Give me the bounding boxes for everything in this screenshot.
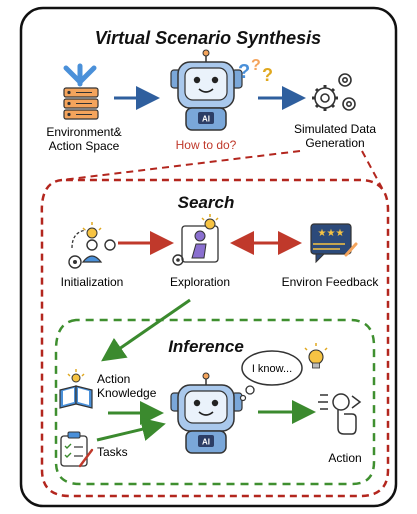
- book-icon: [59, 369, 93, 409]
- main-title: Virtual Scenario Synthesis: [95, 28, 321, 48]
- sim-label-line2: Generation: [305, 136, 364, 150]
- exploration-label: Exploration: [170, 275, 230, 289]
- environment-icon: [63, 63, 99, 120]
- sim-label-line1: Simulated Data: [294, 122, 376, 136]
- initialization-icon: [68, 222, 116, 269]
- env-label-line1: Environment&: [46, 125, 121, 139]
- robot-icon-top: AI: [170, 49, 243, 131]
- question-marks-icon: ? ? ?: [238, 57, 273, 85]
- knowledge-label-line1: Action: [97, 372, 130, 386]
- arrow-explore-to-inference: [101, 298, 191, 362]
- robot-icon-bottom: AI: [170, 372, 243, 454]
- feedback-label: Environ Feedback: [282, 275, 380, 289]
- env-label-line2: Action Space: [49, 139, 120, 153]
- svg-text:?: ?: [262, 65, 273, 85]
- svg-text:?: ?: [238, 61, 250, 83]
- arrow-tasks-to-robot: [96, 417, 166, 442]
- search-title: Search: [178, 193, 235, 212]
- svg-text:?: ?: [251, 57, 261, 74]
- action-icon: [318, 393, 362, 435]
- lightbulb-icon: [304, 343, 328, 369]
- bubble-text: I know...: [252, 363, 292, 375]
- tasks-label: Tasks: [97, 445, 128, 459]
- question-label: How to do?: [176, 138, 237, 152]
- connector-right: [361, 150, 383, 189]
- robot-top-badge: AI: [202, 115, 210, 124]
- inference-title: Inference: [168, 337, 244, 356]
- exploration-icon: [172, 214, 219, 266]
- clipboard-icon: [60, 431, 94, 468]
- knowledge-label-line2: Knowledge: [97, 386, 157, 400]
- feedback-icon: ★★★: [310, 223, 358, 264]
- search-border: [40, 178, 390, 498]
- action-label: Action: [328, 451, 361, 465]
- initialization-label: Initialization: [61, 275, 124, 289]
- thought-bubble: I know...: [239, 350, 303, 402]
- inference-border: [54, 318, 376, 486]
- robot-bottom-badge: AI: [202, 438, 210, 447]
- connector-left: [61, 150, 301, 181]
- gears-icon: [312, 73, 356, 111]
- outer-frame: [19, 6, 398, 508]
- svg-text:★★★: ★★★: [318, 228, 345, 239]
